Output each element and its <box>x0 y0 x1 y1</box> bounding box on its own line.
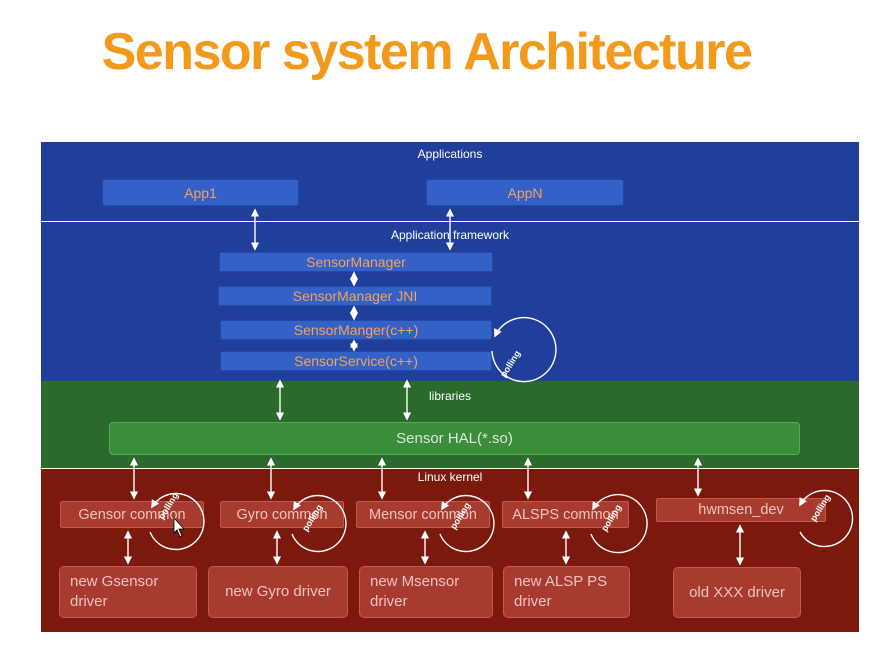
polling-loop-msensor <box>439 494 495 553</box>
app1-box[interactable]: App1 <box>102 179 299 206</box>
sensor-manager-jni-box[interactable]: SensorManager JNI <box>218 286 492 306</box>
polling-label-gsensor: polling <box>156 491 180 521</box>
polling-label-hwmsen: polling <box>808 493 832 523</box>
new-msensor-driver-box[interactable]: new Msensor driver <box>359 566 493 618</box>
polling-label-gyro: polling <box>300 503 324 533</box>
old-xxx-driver-box[interactable]: old XXX driver <box>673 567 801 618</box>
sensor-hal-box[interactable]: Sensor HAL(*.so) <box>109 422 800 455</box>
msensor-common-box[interactable]: Mensor common <box>356 501 490 528</box>
linux-kernel-label: Linux kernel <box>417 470 483 484</box>
polling-label-msensor: polling <box>448 501 472 531</box>
polling-loop-gyro <box>291 494 347 553</box>
new-gsensor-driver-box[interactable]: new Gsensor driver <box>59 566 197 618</box>
alsps-common-box[interactable]: ALSPS common <box>502 501 629 528</box>
gsensor-common-box[interactable]: Gensor common <box>60 501 204 528</box>
new-gyro-driver-box[interactable]: new Gyro driver <box>208 566 348 618</box>
polling-loop-service <box>491 316 557 383</box>
polling-loop-alsps <box>590 493 648 554</box>
polling-loop-hwmsen <box>799 489 854 548</box>
new-alsp-ps-driver-box[interactable]: new ALSP PS driver <box>503 566 630 618</box>
polling-label-alsps: polling <box>599 503 623 533</box>
applications-label: Applications <box>417 147 483 161</box>
page-title: Sensor system Architecture <box>101 23 753 81</box>
libraries-label: libraries <box>428 389 471 403</box>
mouse-cursor-icon <box>173 516 185 538</box>
gyro-common-box[interactable]: Gyro common <box>220 501 344 528</box>
hwmsen-dev-box[interactable]: hwmsen_dev <box>656 498 826 522</box>
polling-label-service: polling <box>498 349 522 379</box>
appn-box[interactable]: AppN <box>426 179 624 206</box>
polling-loop-gsensor <box>149 492 205 551</box>
